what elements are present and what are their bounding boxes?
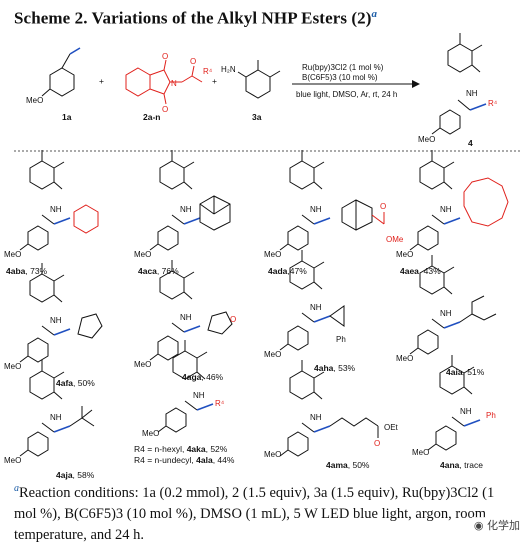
wechat-icon: ◉ bbox=[473, 519, 487, 532]
svg-text:NH: NH bbox=[193, 391, 205, 400]
svg-text:MeO: MeO bbox=[134, 250, 151, 259]
svg-text:NH: NH bbox=[180, 313, 192, 322]
product-4aja: NH MeO bbox=[4, 359, 95, 465]
svg-text:NH: NH bbox=[440, 205, 452, 214]
product-4ada: NH O OMe MeO bbox=[264, 149, 404, 259]
label-4aja: 4aja, 58% bbox=[56, 470, 95, 480]
footnote-text: Reaction conditions: 1a (0.2 mmol), 2 (1… bbox=[14, 484, 495, 543]
svg-text:NH: NH bbox=[310, 413, 322, 422]
svg-text:O: O bbox=[374, 439, 380, 448]
product-4aia: NH MeO bbox=[396, 254, 497, 363]
structure-1a bbox=[41, 47, 81, 97]
label-4aga: 4aga, 46% bbox=[182, 372, 224, 382]
product-4aha: NH Ph MeO bbox=[264, 249, 346, 359]
svg-text:MeO: MeO bbox=[396, 354, 413, 363]
svg-text:NH: NH bbox=[310, 303, 322, 312]
svg-text:O: O bbox=[230, 315, 236, 324]
svg-text:MeO: MeO bbox=[142, 429, 159, 438]
svg-text:NH: NH bbox=[460, 407, 472, 416]
footnote: aReaction conditions: 1a (0.2 mmol), 2 (… bbox=[14, 478, 519, 546]
product-4aba: NH MeO bbox=[4, 149, 99, 259]
scheme-graphic: MeO 1a + O O N O R⁴ 2a-n + H₂N 3a bbox=[4, 32, 520, 480]
label-4aha: 4aha, 53% bbox=[314, 363, 356, 373]
svg-text:OMe: OMe bbox=[386, 235, 404, 244]
product-4afa: NH MeO bbox=[4, 262, 103, 371]
svg-text:OEt: OEt bbox=[384, 423, 399, 432]
reaction-scheme: MeO 1a + O O N O R⁴ 2a-n + H₂N 3a bbox=[26, 32, 498, 148]
condition-lewis-acid: B(C6F5)3 (10 mol %) bbox=[302, 73, 378, 82]
label-1a: 1a bbox=[62, 112, 72, 122]
r4-label: R⁴ bbox=[203, 67, 213, 76]
o-top: O bbox=[162, 52, 168, 61]
label-4aca: 4aca, 76% bbox=[138, 266, 179, 276]
product-4ana: NH Ph MeO bbox=[412, 354, 496, 457]
o-bottom: O bbox=[162, 105, 168, 114]
svg-text:MeO: MeO bbox=[396, 250, 413, 259]
label-4ada: 4ada,47% bbox=[268, 266, 307, 276]
h2n-label: H₂N bbox=[221, 65, 236, 74]
label-4aia: 4aia, 51% bbox=[446, 367, 485, 377]
r4-product: R⁴ bbox=[488, 99, 498, 108]
svg-text:MeO: MeO bbox=[4, 456, 21, 465]
svg-text:NH: NH bbox=[50, 316, 62, 325]
watermark-text: 化学加 bbox=[487, 519, 520, 532]
svg-text:MeO: MeO bbox=[264, 450, 281, 459]
svg-text:NH: NH bbox=[440, 309, 452, 318]
svg-text:MeO: MeO bbox=[264, 250, 281, 259]
label-4aka: R4 = n-hexyl, 4aka, 52% bbox=[134, 444, 228, 454]
condition-environment: blue light, DMSO, Ar, rt, 24 h bbox=[296, 90, 397, 99]
label-4aea: 4aea, 43% bbox=[400, 266, 441, 276]
plus-sign-1: + bbox=[99, 76, 104, 86]
structure-3a bbox=[237, 60, 281, 99]
svg-text:MeO: MeO bbox=[4, 250, 21, 259]
svg-text:NH: NH bbox=[180, 205, 192, 214]
nh-product: NH bbox=[466, 89, 478, 98]
label-4afa: 4afa, 50% bbox=[56, 378, 95, 388]
product-4aka-4ala: NH R⁴ MeO bbox=[142, 339, 225, 438]
compound-labels: 4aba, 73% 4aca, 76% 4ada,47% 4aea, 43% 4… bbox=[6, 266, 485, 480]
ome-label-1a: MeO bbox=[26, 96, 43, 105]
label-4ana: 4ana, trace bbox=[440, 460, 483, 470]
product-4aca: NH MeO bbox=[134, 149, 231, 259]
svg-text:Ph: Ph bbox=[336, 335, 346, 344]
label-4aba: 4aba, 73% bbox=[6, 266, 48, 276]
product-4aga: NH O MeO bbox=[134, 259, 236, 369]
svg-text:O: O bbox=[380, 202, 386, 211]
plus-sign-2: + bbox=[212, 76, 217, 86]
watermark: ◉ 化学加 bbox=[471, 517, 522, 533]
product-4ama: NH O OEt MeO bbox=[264, 359, 399, 459]
footnote-marker: a bbox=[14, 483, 19, 494]
svg-text:NH: NH bbox=[50, 413, 62, 422]
structure-4 bbox=[447, 32, 483, 73]
svg-text:NH: NH bbox=[310, 205, 322, 214]
n-atom: N bbox=[171, 79, 177, 88]
svg-text:Ph: Ph bbox=[486, 411, 496, 420]
structure-2 bbox=[125, 59, 203, 105]
label-4: 4 bbox=[468, 138, 473, 148]
label-4ama: 4ama, 50% bbox=[326, 460, 370, 470]
svg-text:MeO: MeO bbox=[4, 362, 21, 371]
o-carbonyl: O bbox=[190, 57, 196, 66]
scheme-title: Scheme 2. Variations of the Alkyl NHP Es… bbox=[14, 8, 378, 28]
condition-catalyst: Ru(bpy)3Cl2 (1 mol %) bbox=[302, 63, 384, 72]
label-4ala: R4 = n-undecyl, 4ala, 44% bbox=[134, 455, 235, 465]
svg-text:MeO: MeO bbox=[412, 448, 429, 457]
label-3a: 3a bbox=[252, 112, 262, 122]
svg-text:NH: NH bbox=[50, 205, 62, 214]
svg-text:MeO: MeO bbox=[264, 350, 281, 359]
product-4aea: NH MeO bbox=[396, 149, 509, 259]
svg-text:R⁴: R⁴ bbox=[215, 399, 225, 408]
ome-product: MeO bbox=[418, 135, 435, 144]
product-grid: NH MeO NH MeO NH O OMe MeO bbox=[4, 149, 509, 465]
svg-text:MeO: MeO bbox=[134, 360, 151, 369]
label-2: 2a-n bbox=[143, 112, 160, 122]
